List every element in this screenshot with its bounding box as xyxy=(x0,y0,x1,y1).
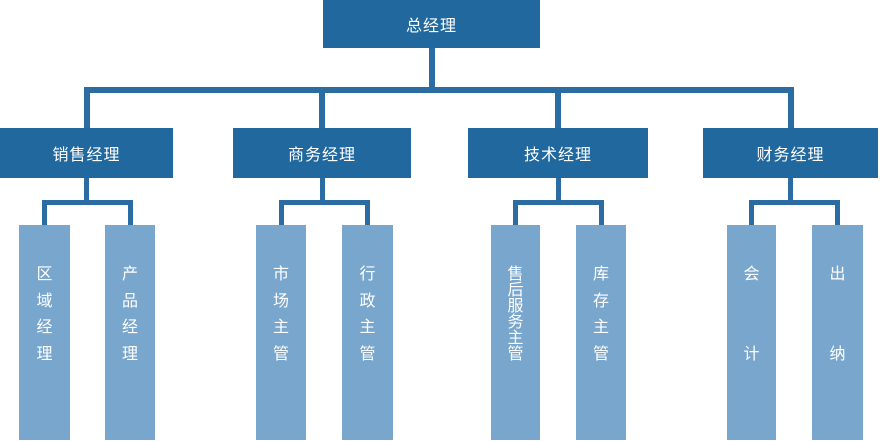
connector-drop-regional xyxy=(42,200,47,225)
node-cashier-label: 出纳 xyxy=(829,266,846,363)
node-tech-manager: 技术经理 xyxy=(468,128,648,178)
connector-drop-finance xyxy=(788,87,794,128)
node-tech-manager-label: 技术经理 xyxy=(523,147,592,164)
connector-drop-tech xyxy=(555,87,561,128)
node-regional-manager-label: 区域经理 xyxy=(36,266,53,363)
node-finance-manager-label: 财务经理 xyxy=(756,147,825,164)
connector-drop-product xyxy=(128,200,133,225)
connector-business-stub xyxy=(320,178,325,205)
node-market-supervisor-label: 市场主管 xyxy=(272,266,289,363)
node-regional-manager: 区域经理 xyxy=(19,225,70,440)
node-aftersales-supervisor: 售后服务主管 xyxy=(491,225,540,440)
node-inventory-supervisor-label: 库存主管 xyxy=(592,266,609,363)
connector-finance-stub xyxy=(788,178,793,205)
node-market-supervisor: 市场主管 xyxy=(256,225,306,440)
connector-finance-hline xyxy=(749,200,840,205)
node-accountant: 会计 xyxy=(727,225,776,440)
node-product-manager: 产品经理 xyxy=(105,225,155,440)
connector-drop-business xyxy=(319,87,325,128)
connector-main-hline xyxy=(84,87,794,93)
node-cashier: 出纳 xyxy=(812,225,863,440)
node-sales-manager: 销售经理 xyxy=(0,128,173,178)
connector-sales-stub xyxy=(84,178,89,205)
node-business-manager: 商务经理 xyxy=(233,128,411,178)
node-business-manager-label: 商务经理 xyxy=(287,147,356,164)
connector-tech-hline xyxy=(513,200,604,205)
node-admin-supervisor-label: 行政主管 xyxy=(359,266,376,363)
connector-drop-sales xyxy=(84,87,90,128)
node-inventory-supervisor: 库存主管 xyxy=(576,225,626,440)
connector-drop-cashier xyxy=(835,200,840,225)
connector-business-hline xyxy=(279,200,370,205)
node-accountant-label: 会计 xyxy=(743,266,760,363)
node-admin-supervisor: 行政主管 xyxy=(342,225,393,440)
connector-drop-market xyxy=(279,200,284,225)
node-finance-manager: 财务经理 xyxy=(703,128,878,178)
node-sales-manager-label: 销售经理 xyxy=(52,147,121,164)
connector-tech-stub xyxy=(556,178,561,205)
connector-drop-aftersales xyxy=(513,200,518,225)
connector-drop-inventory xyxy=(599,200,604,225)
connector-sales-hline xyxy=(42,200,133,205)
node-general-manager-label: 总经理 xyxy=(405,18,457,35)
node-product-manager-label: 产品经理 xyxy=(121,266,138,363)
connector-root-stub xyxy=(429,48,435,88)
node-general-manager: 总经理 xyxy=(323,0,540,48)
connector-drop-accountant xyxy=(749,200,754,225)
connector-drop-admin xyxy=(365,200,370,225)
node-aftersales-supervisor-label: 售后服务主管 xyxy=(507,266,524,363)
